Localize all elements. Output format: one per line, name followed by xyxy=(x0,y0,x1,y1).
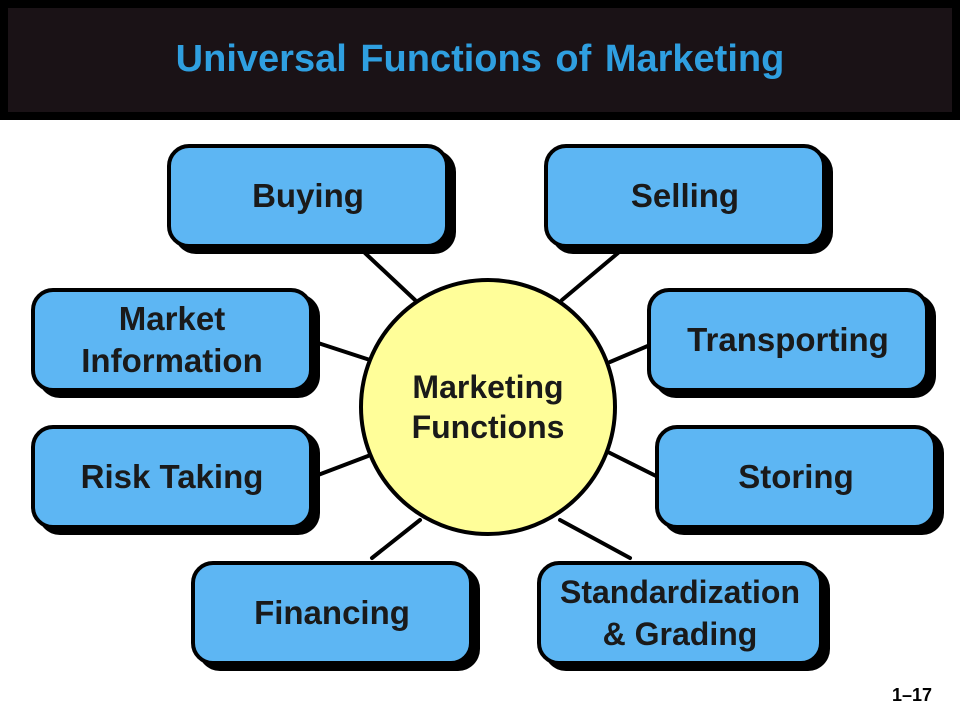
box-market-information-line2: Information xyxy=(81,342,263,379)
slide-number: 1–17 xyxy=(891,685,932,705)
connector-financing xyxy=(370,518,422,560)
box-buying: Buying xyxy=(167,144,449,248)
box-buying-label: Buying xyxy=(252,177,364,214)
box-market-information-line1: Market xyxy=(118,300,226,337)
header-panel xyxy=(8,8,952,112)
connector-storing xyxy=(606,450,662,480)
hub-marketing-functions: Marketing Functions xyxy=(359,278,617,536)
box-storing: Storing xyxy=(655,425,937,529)
connector-selling xyxy=(560,251,620,302)
connector-risk-taking xyxy=(316,454,370,477)
connector-standardization xyxy=(558,518,632,560)
slide-title: Universal Functions of Marketing xyxy=(175,38,785,80)
box-risk-taking-label: Risk Taking xyxy=(80,458,264,495)
connector-transporting xyxy=(608,343,652,364)
box-financing: Financing xyxy=(191,561,473,665)
box-standardization-line1: Standardization xyxy=(559,574,800,610)
box-selling: Selling xyxy=(544,144,826,248)
connector-buying xyxy=(363,251,417,302)
box-market-information: Market Information xyxy=(31,288,313,392)
box-risk-taking: Risk Taking xyxy=(31,425,313,529)
box-financing-label: Financing xyxy=(254,594,410,631)
box-standardization-grading: Standardization & Grading xyxy=(537,561,823,665)
box-transporting-label: Transporting xyxy=(687,321,889,358)
box-standardization-line2: & Grading xyxy=(602,616,758,652)
hub-label-line2: Functions xyxy=(411,409,565,445)
header-bar xyxy=(0,0,960,120)
box-storing-label: Storing xyxy=(738,458,854,495)
box-transporting: Transporting xyxy=(647,288,929,392)
box-selling-label: Selling xyxy=(630,177,740,214)
hub-label-line1: Marketing xyxy=(412,369,564,405)
connector-market-information xyxy=(316,341,372,362)
